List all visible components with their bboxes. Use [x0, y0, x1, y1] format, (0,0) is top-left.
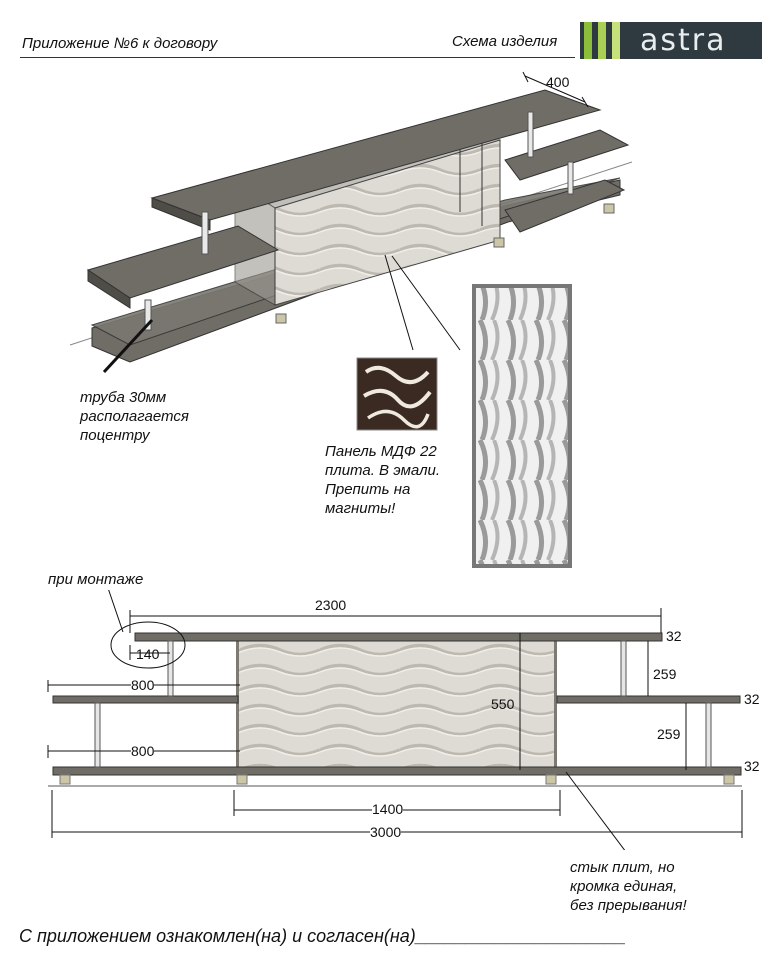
- iso-tube-4: [567, 161, 574, 195]
- iso-foot-3: [603, 203, 615, 214]
- iso-foot-2: [493, 237, 505, 248]
- dim-gap-upper: 259: [653, 666, 677, 682]
- dim-gap-lower: 259: [657, 726, 681, 742]
- front-left-mid-shelf: [52, 695, 239, 704]
- isometric-view: [69, 71, 633, 568]
- dim-offset: 140: [136, 646, 160, 662]
- front-foot-2: [236, 774, 248, 785]
- dim-thick-mid: 32: [744, 691, 760, 707]
- iso-tube-2: [201, 211, 209, 255]
- dim-total-bottom: 3000: [370, 824, 402, 840]
- iso-tube-1: [144, 299, 152, 331]
- joint-pointer: [565, 771, 626, 850]
- front-foot-3: [545, 774, 557, 785]
- front-foot-1: [59, 774, 71, 785]
- front-bottom-shelf: [52, 766, 742, 776]
- mount-pointer: [108, 590, 124, 633]
- dim-total-top: 2300: [315, 597, 347, 613]
- panel-note: Панель МДФ 22 плита. В эмали. Препить на…: [325, 443, 441, 517]
- zebra-panel-image: [473, 285, 571, 567]
- logo-wordmark: astra: [640, 23, 727, 58]
- dim-thick-low: 32: [744, 758, 760, 774]
- joint-note: стык плит, но кромка единая, без прерыва…: [570, 859, 687, 914]
- footer-acknowledgement: С приложением ознакомлен(на) и согласен(…: [19, 926, 626, 946]
- mount-circle: [110, 621, 186, 669]
- header-underline: [20, 57, 575, 58]
- front-panel: [237, 640, 557, 768]
- dim-panel-width: 1400: [372, 801, 404, 817]
- iso-foot-1: [275, 313, 287, 324]
- iso-right-mid-shelf: [504, 129, 630, 181]
- logo-bar-2: [598, 22, 606, 59]
- panel-pointer-2: [391, 255, 461, 351]
- iso-tube-3: [527, 111, 534, 158]
- iso-left-mid-shelf-edge: [87, 269, 131, 309]
- logo-bar-3: [612, 22, 620, 59]
- dim-shelf-left-low: 800: [131, 743, 155, 759]
- front-right-mid-shelf: [556, 695, 741, 704]
- front-top-shelf: [134, 632, 663, 642]
- front-foot-4: [723, 774, 735, 785]
- dim-shelf-left-mid: 800: [131, 677, 155, 693]
- tube-pointer: [102, 318, 154, 374]
- front-view: [47, 590, 743, 850]
- front-leg-2: [94, 702, 101, 768]
- astra-logo: astra: [580, 22, 762, 59]
- panel-pointer-1: [384, 254, 414, 351]
- header-left-title: Приложение №6 к договору: [22, 35, 218, 52]
- depth-dim-line: [524, 75, 586, 103]
- dim-panel-height: 550: [491, 696, 515, 712]
- dim-thick-top: 32: [666, 628, 682, 644]
- header-right-title: Схема изделия: [452, 33, 558, 50]
- tube-note: труба 30мм располагается поцентру: [80, 389, 189, 444]
- depth-dim-label: 400: [546, 74, 570, 90]
- front-leg-4: [705, 702, 712, 768]
- mount-note: при монтаже: [48, 571, 144, 588]
- front-leg-3: [620, 640, 627, 697]
- logo-bar-1: [584, 22, 592, 59]
- iso-top-shelf-edge: [151, 197, 211, 231]
- front-leg-1: [167, 640, 174, 697]
